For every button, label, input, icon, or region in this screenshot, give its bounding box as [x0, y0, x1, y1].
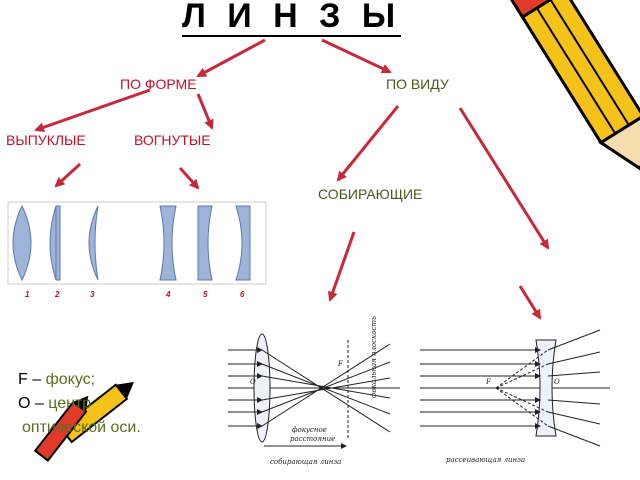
- lens-number-6: 6: [240, 290, 245, 299]
- legend-o-dash: –: [30, 395, 49, 412]
- page-title: Л И Н З Ы: [182, 0, 402, 37]
- focal-label-1: фокусное: [292, 426, 327, 434]
- lens-number-5: 5: [203, 290, 208, 299]
- ray-d1-out: [547, 329, 601, 351]
- ray-d5-out: [547, 411, 601, 425]
- pencil-illustration: [508, 0, 640, 180]
- diverging-o-mark: O: [554, 378, 560, 386]
- legend-o-text: центр: [48, 395, 92, 412]
- ray-c1-out: [261, 349, 391, 433]
- arrow-title-to-type: [321, 38, 392, 74]
- lens-number-1: 1: [25, 290, 30, 299]
- lens-number-3: 3: [90, 290, 95, 299]
- arrow-converging-to-diagram: [327, 231, 356, 302]
- lens-number-4: 4: [166, 290, 171, 299]
- converging-lens-diagram: [228, 333, 400, 449]
- label-concave: ВОГНУТЫЕ: [134, 132, 211, 148]
- ray-d6-out: [547, 425, 601, 447]
- converging-caption: собирающая линза: [270, 458, 341, 466]
- lens-1-biconvex: [12, 204, 32, 282]
- focal-plane-label: фокальная плоскость: [370, 316, 378, 398]
- legend-f-dash: –: [27, 371, 46, 388]
- arrow-title-to-form: [196, 38, 266, 78]
- label-convex: ВЫПУКЛЫЕ: [6, 132, 86, 148]
- arrow-form-to-convex: [34, 88, 151, 133]
- lens-3-meniscus: [88, 205, 99, 281]
- converging-f-mark: F: [337, 360, 344, 368]
- legend-center-line: О – центр: [18, 392, 141, 416]
- arrow-convex-to-lenses: [54, 162, 82, 188]
- legend-o-letter: О: [18, 395, 31, 412]
- virtual-ray-2: [495, 363, 549, 389]
- ray-d3-out: [547, 371, 601, 377]
- lens-number-2: 2: [55, 290, 60, 299]
- label-converging: СОБИРАЮЩИЕ: [318, 186, 423, 202]
- arrow-concave-to-lenses: [178, 166, 200, 190]
- ray-c6-out: [261, 343, 391, 427]
- ray-c5-out: [261, 361, 391, 413]
- tree-arrows: [34, 38, 550, 320]
- label-by-type: ПО ВИДУ: [386, 76, 449, 92]
- virtual-ray-1: [495, 349, 549, 389]
- legend-o-text-2: оптической оси.: [22, 419, 141, 436]
- arrow-form-to-concave: [196, 93, 214, 130]
- ray-c4-out: [261, 377, 391, 401]
- ray-d4-out: [547, 399, 601, 405]
- legend-focus-line: F – фокус;: [18, 368, 141, 392]
- label-by-form: ПО ФОРМЕ: [120, 76, 197, 92]
- lens-4-biconcave: [159, 205, 177, 281]
- diverging-caption: рассеивающая линза: [446, 456, 525, 464]
- lens-shapes-group: [7, 201, 267, 285]
- lens-6-meniscus: [235, 205, 251, 281]
- converging-o-mark: O: [250, 378, 256, 386]
- ray-d2-out: [547, 351, 601, 365]
- virtual-ray-4: [495, 387, 549, 427]
- legend-f-letter: F: [18, 371, 28, 388]
- focal-label-2: расстояние: [290, 435, 335, 443]
- diverging-f-mark: F: [485, 378, 492, 386]
- crayons-illustration: [33, 381, 134, 462]
- lens-5-planoconcave: [197, 205, 213, 281]
- arrow-type-to-converging: [336, 105, 400, 182]
- diverging-lens-diagram: [420, 329, 610, 447]
- legend: F – фокус; О – центр оптической оси.: [18, 368, 141, 440]
- virtual-ray-3: [495, 387, 549, 413]
- legend-f-text: фокус;: [45, 371, 96, 388]
- lens-2-planoconvex: [49, 205, 61, 281]
- arrow-to-diverging-diagram: [518, 285, 542, 320]
- arrow-type-to-diverging: [458, 107, 550, 250]
